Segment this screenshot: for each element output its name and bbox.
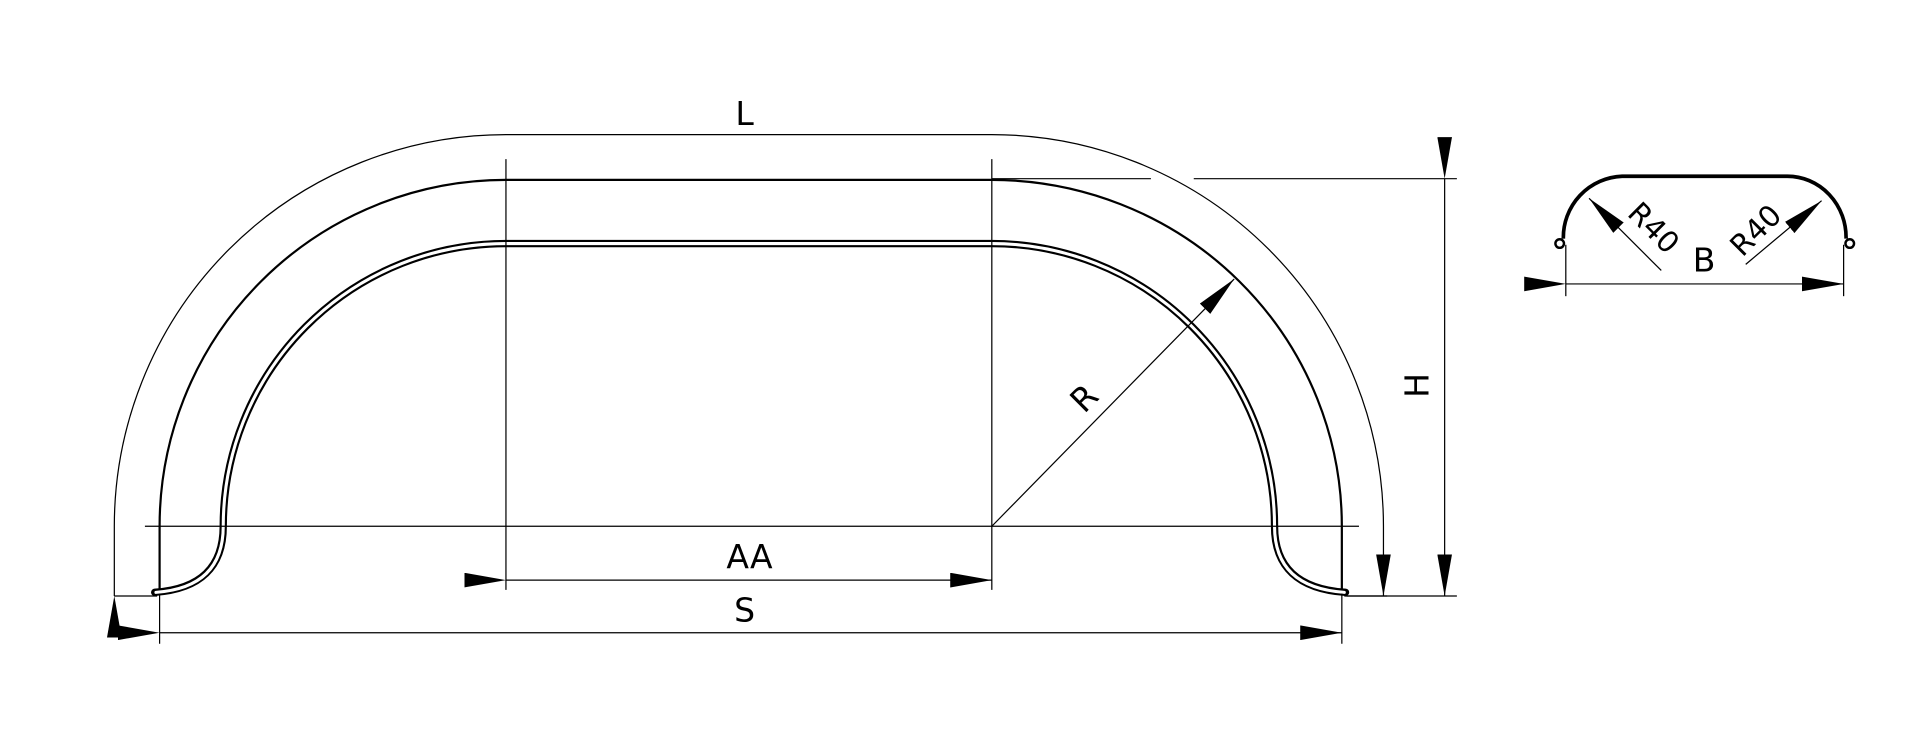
cross-section-bead-left [1554,238,1566,250]
height-label: H [1398,373,1437,398]
fender-inner-contour-gap [154,242,1346,594]
radius-left-label: R40 [1621,195,1686,260]
radius-label: R [1062,376,1106,420]
axle-distance-label: AA [726,537,773,576]
cross-section-bead-right [1844,238,1856,250]
radius-dimension [991,278,1235,527]
length-label: L [735,94,754,133]
width-label: B [1693,241,1716,280]
cross-section-profile [1561,174,1848,239]
span-label: S [734,591,755,630]
radius-right-dimension [1745,200,1822,265]
fender-outer-contour [158,178,1343,594]
radius-right-label: R40 [1723,198,1788,263]
radius-left-dimension [1588,197,1662,271]
length-dimension-arc [106,134,1391,638]
